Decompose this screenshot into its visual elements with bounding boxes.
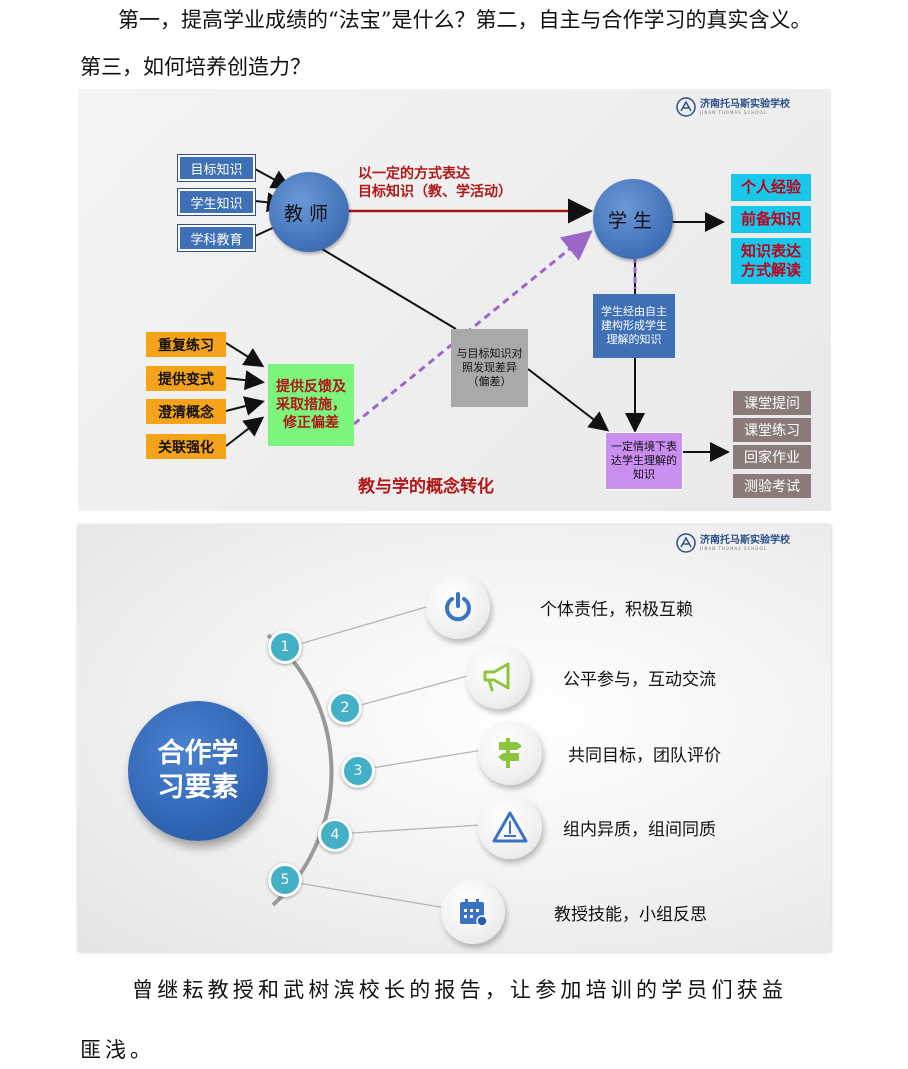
element-number-3: 3: [341, 754, 375, 788]
signpost-icon: [478, 721, 542, 785]
context-expression-box: 一定情境下表达学生理解的知识: [605, 432, 683, 490]
school-emblem-icon: [676, 533, 696, 553]
center-title-line-2: 习要素: [157, 772, 239, 803]
slide-concept-transformation: 济南托马斯实验学校 JINAN THOMAS SCHOOL 目标知识 学生知识 …: [78, 89, 831, 511]
element-connectors: [266, 604, 484, 909]
assess-homework: 回家作业: [733, 445, 811, 469]
slide1-title: 教与学的概念转化: [358, 477, 494, 497]
practice-variation: 提供变式: [146, 366, 226, 391]
school-logo: 济南托马斯实验学校 JINAN THOMAS SCHOOL: [676, 97, 790, 117]
input-student-knowledge: 学生知识: [177, 188, 256, 216]
practice-reinforce: 关联强化: [146, 434, 226, 459]
paragraph-line-3: 曾继耘教授和武树滨校长的报告，让参加培训的学员们获益: [132, 978, 788, 1002]
outcome-expression-interpretation: 知识表达方式解读: [731, 238, 811, 284]
school-name: 济南托马斯实验学校: [700, 535, 790, 546]
school-logo: 济南托马斯实验学校 JINAN THOMAS SCHOOL: [676, 533, 790, 553]
element-number-5: 5: [268, 863, 302, 897]
element-number-2: 2: [328, 691, 362, 725]
student-node: 学生: [593, 179, 673, 259]
teacher-node: 教师: [269, 172, 349, 252]
method-label-line-2: 目标知识（教、学活动）: [358, 184, 512, 200]
power-icon: [426, 575, 490, 639]
self-construction-box: 学生经由自主建构形成学生理解的知识: [593, 294, 675, 358]
element-label-5: 教授技能，小组反思: [554, 905, 707, 925]
assess-class-practice: 课堂练习: [733, 418, 811, 442]
warning-triangle-icon: [478, 795, 542, 859]
school-emblem-icon: [676, 97, 696, 117]
element-number-1: 1: [268, 630, 302, 664]
outcome-prior-knowledge: 前备知识: [731, 206, 811, 233]
element-label-2: 公平参与，互动交流: [563, 670, 716, 690]
assess-exam: 测验考试: [733, 474, 811, 498]
school-name: 济南托马斯实验学校: [700, 99, 790, 110]
paragraph-line-4: 匪浅。: [80, 1038, 155, 1062]
element-label-3: 共同目标，团队评价: [568, 746, 721, 766]
element-label-1: 个体责任，积极互赖: [540, 600, 693, 620]
slide-cooperative-learning-elements: 济南托马斯实验学校 JINAN THOMAS SCHOOL 合作学 习要素 1 …: [78, 525, 831, 952]
method-label-line-1: 以一定的方式表达: [358, 166, 470, 182]
outcome-personal-experience: 个人经验: [731, 174, 811, 201]
practice-clarify: 澄清概念: [146, 399, 226, 424]
input-subject-education: 学科教育: [177, 224, 256, 252]
center-title-line-1: 合作学: [157, 738, 239, 769]
assess-class-question: 课堂提问: [733, 391, 811, 415]
element-label-4: 组内异质，组间同质: [563, 820, 716, 840]
center-circle: 合作学 习要素: [128, 701, 268, 841]
megaphone-icon: [466, 645, 530, 709]
paragraph-line-2: 第三，如何培养创造力？: [80, 55, 311, 79]
input-target-knowledge: 目标知识: [177, 154, 256, 182]
school-name-en: JINAN THOMAS SCHOOL: [700, 546, 767, 551]
element-number-4: 4: [318, 818, 352, 852]
calendar-icon: [441, 880, 505, 944]
method-label: 以一定的方式表达 目标知识（教、学活动）: [358, 165, 512, 201]
practice-repeat: 重复练习: [146, 332, 226, 357]
paragraph-line-1: 第一，提高学业成绩的“法宝”是什么？第二，自主与合作学习的真实含义。: [118, 8, 812, 32]
compare-deviation-box: 与目标知识对照发现差异（偏差）: [451, 329, 528, 407]
feedback-box: 提供反馈及采取措施，修正偏差: [268, 364, 354, 446]
school-name-en: JINAN THOMAS SCHOOL: [700, 110, 767, 115]
